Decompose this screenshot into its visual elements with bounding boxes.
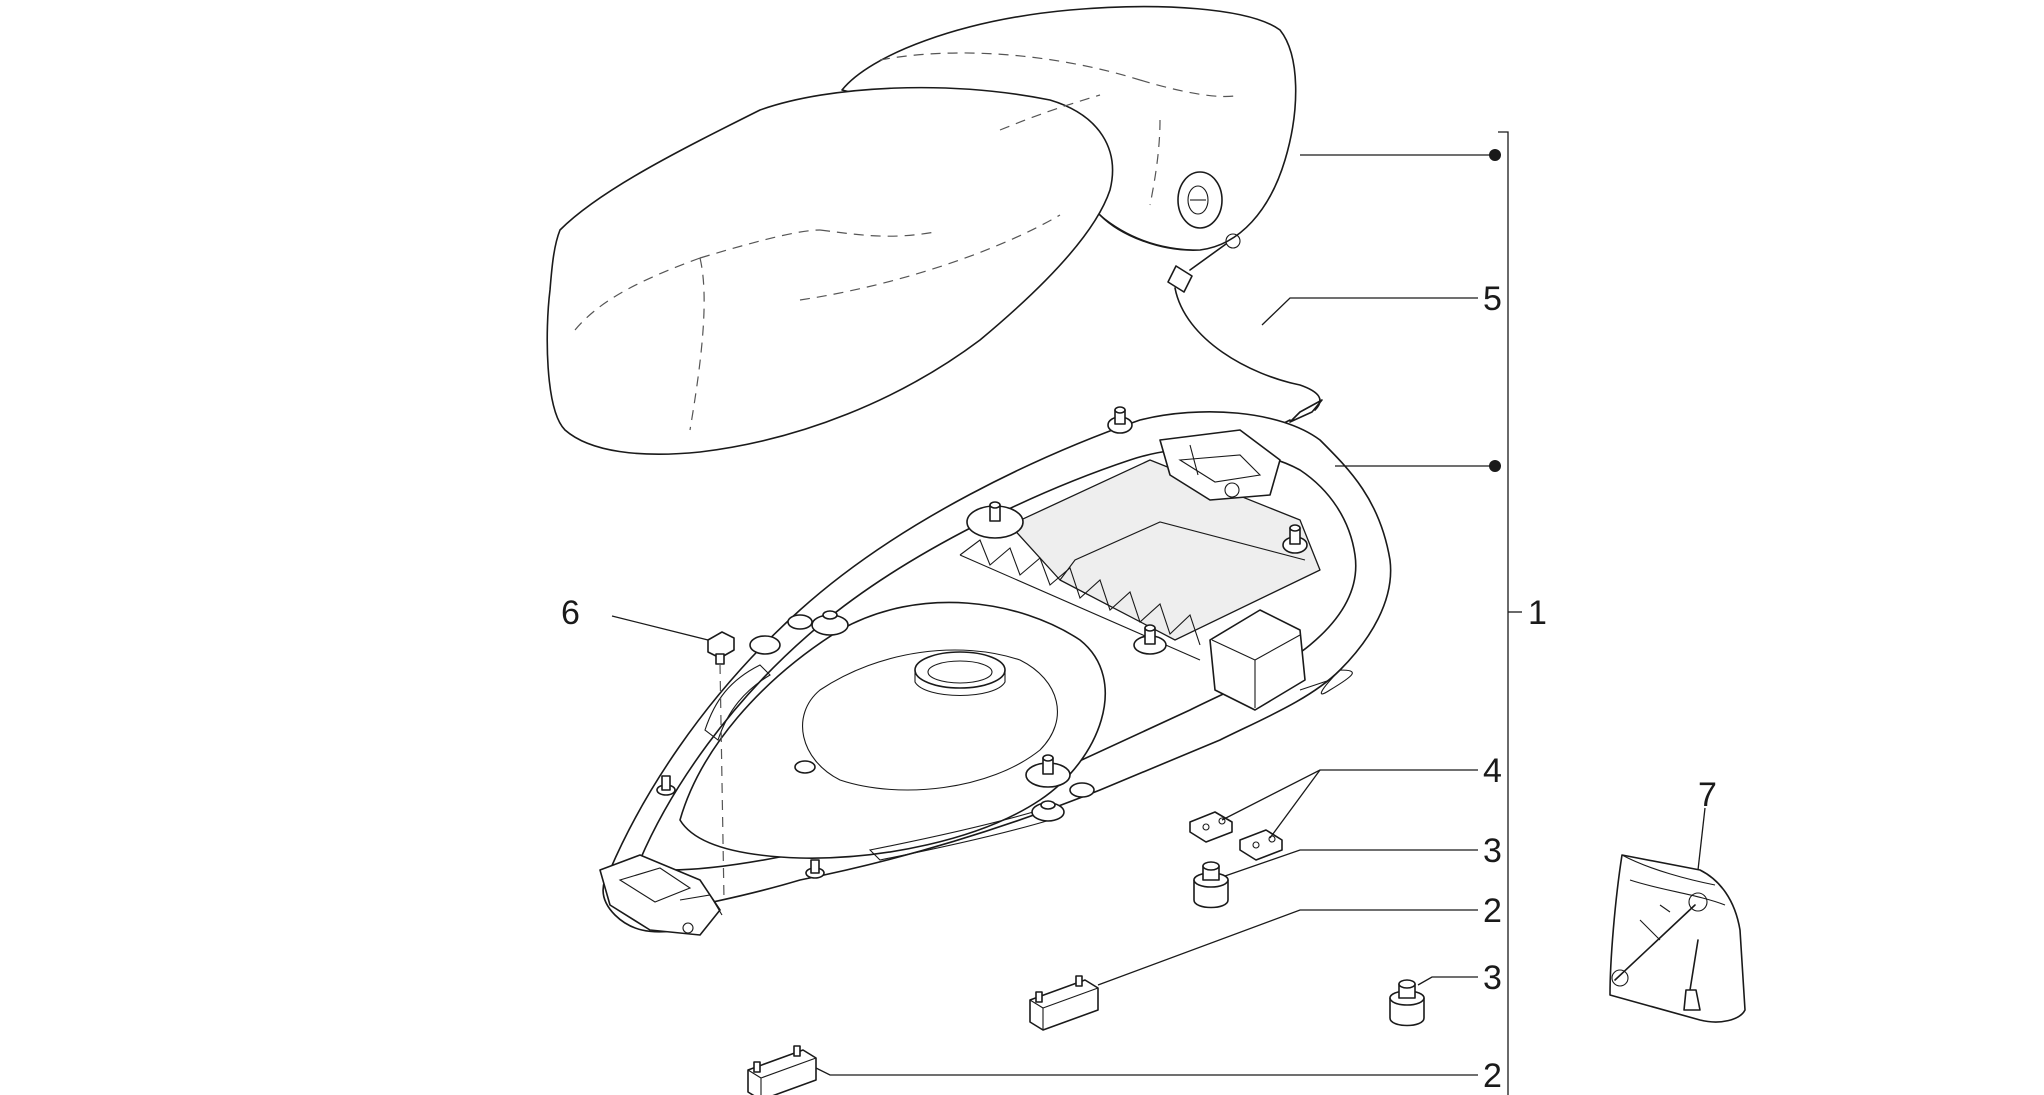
seat-pan xyxy=(599,406,1392,936)
label-clip-nut: 4 xyxy=(1483,752,1502,790)
tool-kit-bag xyxy=(1609,854,1746,1023)
label-tool-kit: 7 xyxy=(1698,776,1717,814)
rubber-buffer-upper xyxy=(1193,861,1229,909)
label-rubber-pad-lower: 2 xyxy=(1483,1057,1502,1095)
label-buffer-lower: 3 xyxy=(1483,959,1502,997)
label-rubber-pad-upper: 2 xyxy=(1483,892,1502,930)
seat-marker-dot xyxy=(1489,149,1501,161)
rubber-buffer-lower xyxy=(1389,979,1425,1027)
label-release-cable: 5 xyxy=(1483,280,1502,318)
screw xyxy=(707,631,735,901)
seat-cushion xyxy=(546,5,1297,455)
clip-nut-pair xyxy=(1189,811,1283,861)
seat-pan-studs xyxy=(656,406,1308,879)
pan-marker-dot xyxy=(1489,460,1501,472)
part-labels: 1 5 6 4 3 2 3 2 7 xyxy=(561,280,1717,1095)
label-screw: 6 xyxy=(561,594,580,632)
release-cable xyxy=(1167,233,1323,439)
label-seat-assembly: 1 xyxy=(1528,594,1547,632)
rubber-pad-upper xyxy=(1029,975,1099,1031)
label-buffer-upper: 3 xyxy=(1483,832,1502,870)
leader-lines xyxy=(611,131,1706,1095)
rubber-pad-lower xyxy=(747,1045,817,1095)
